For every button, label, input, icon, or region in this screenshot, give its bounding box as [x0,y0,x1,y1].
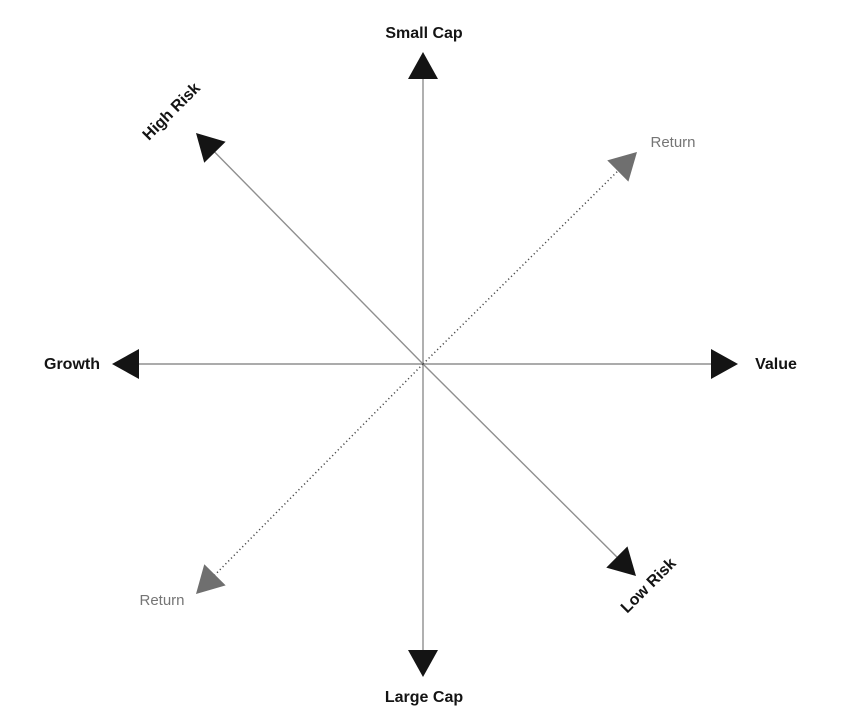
growth-axis-label: Growth [44,356,100,373]
low-risk-axis-arrowhead [606,546,636,576]
high-risk-axis-label: High Risk [140,80,204,144]
return-down-axis-label: Return [139,592,184,609]
large-cap-axis-label: Large Cap [385,689,463,706]
return-up-axis-arrowhead [607,152,637,182]
value-axis-arrowhead [711,349,738,379]
value-axis-label: Value [755,356,797,373]
return-up-axis-label: Return [650,134,695,151]
growth-axis-arrowhead [112,349,139,379]
high-risk-axis-line [213,150,424,365]
return-up-axis-line [422,169,620,365]
small-cap-axis-label: Small Cap [385,25,463,42]
return-down-axis-arrowhead [196,564,226,594]
large-cap-axis-arrowhead [408,650,438,677]
small-cap-axis-arrowhead [408,52,438,79]
return-down-axis-line [213,363,424,577]
high-risk-axis-arrowhead [196,133,226,163]
low-risk-axis-line [422,363,619,559]
